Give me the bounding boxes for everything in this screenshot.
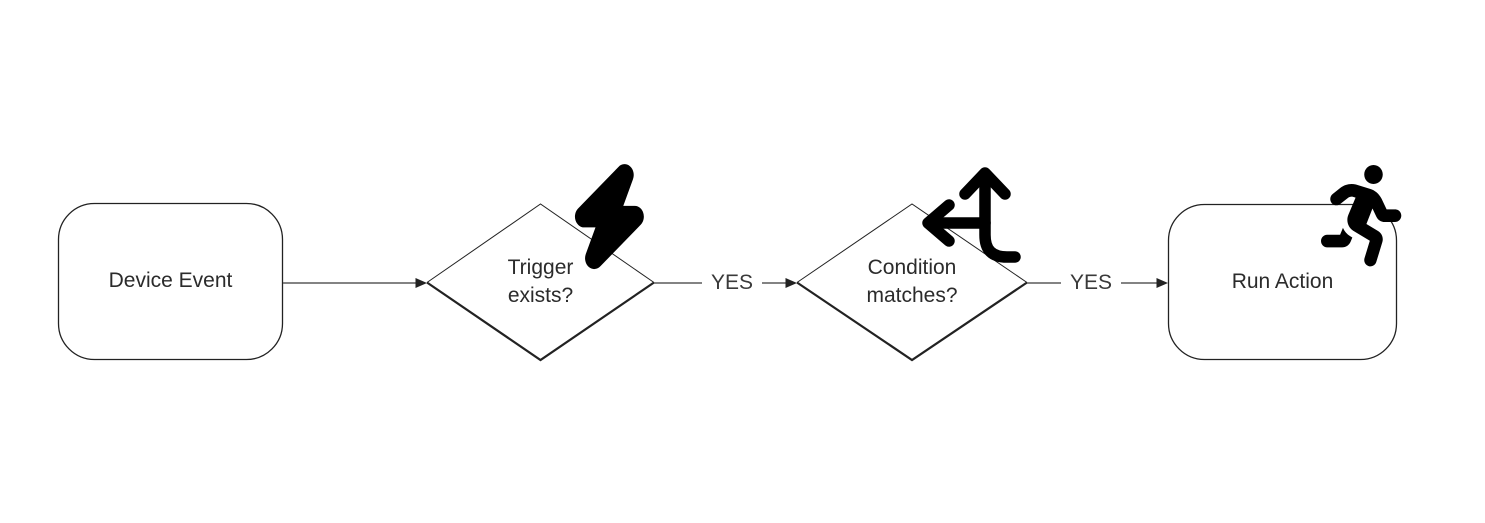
directions-split-arrow-icon: [922, 167, 1021, 263]
arrowhead-icon: [1156, 278, 1168, 288]
node-device-event-label: Device Event: [108, 269, 233, 293]
node-trigger-exists-label: Trigger exists?: [427, 204, 654, 360]
arrowhead-icon: [785, 278, 797, 288]
edge-label-yes-2: YES: [1061, 269, 1121, 297]
node-condition-matches-label: Condition matches?: [797, 204, 1027, 360]
connector-condition-to-action: [1027, 278, 1168, 288]
connector-trigger-to-condition: [654, 278, 797, 288]
connector-device-to-trigger: [283, 278, 427, 288]
person-running-icon: [1321, 165, 1402, 267]
node-condition-matches-label-line2: matches?: [866, 284, 958, 307]
node-trigger-exists-label-line2: exists?: [507, 284, 574, 307]
edge-label-yes-1: YES: [702, 269, 762, 297]
node-condition-matches-label-line1: Condition: [867, 255, 957, 279]
arrowhead-icon: [415, 278, 427, 288]
node-run-action-label: Run Action: [1231, 270, 1334, 294]
node-trigger-exists-shape: [426, 203, 655, 362]
node-trigger-exists-label-line1: Trigger: [507, 255, 574, 279]
node-device-event-shape: [57, 202, 284, 361]
bolt-icon: [574, 164, 644, 270]
